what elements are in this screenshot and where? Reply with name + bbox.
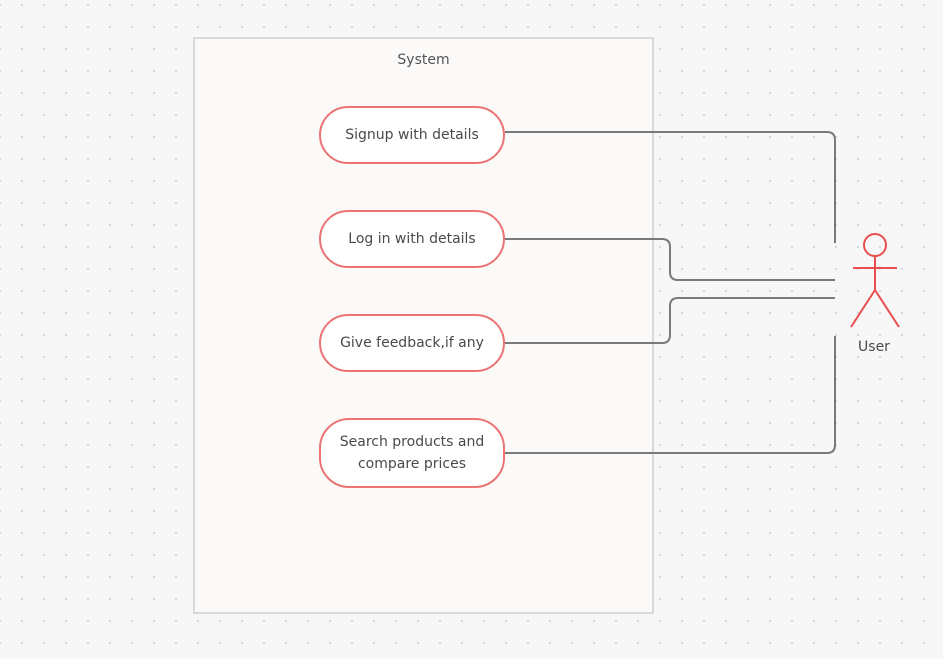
connector-signup <box>505 131 836 243</box>
connector-feedback <box>505 297 835 344</box>
connector-search <box>505 336 836 454</box>
use-case-feedback[interactable]: Give feedback,if any <box>319 314 505 372</box>
system-title: System <box>397 52 450 68</box>
actor-label: User <box>858 339 890 355</box>
connector-login <box>505 238 835 281</box>
use-case-signup[interactable]: Signup with details <box>319 106 505 164</box>
stick-figure-icon[interactable] <box>846 230 904 330</box>
use-case-search[interactable]: Search products and compare prices <box>319 418 505 488</box>
use-case-login[interactable]: Log in with details <box>319 210 505 268</box>
